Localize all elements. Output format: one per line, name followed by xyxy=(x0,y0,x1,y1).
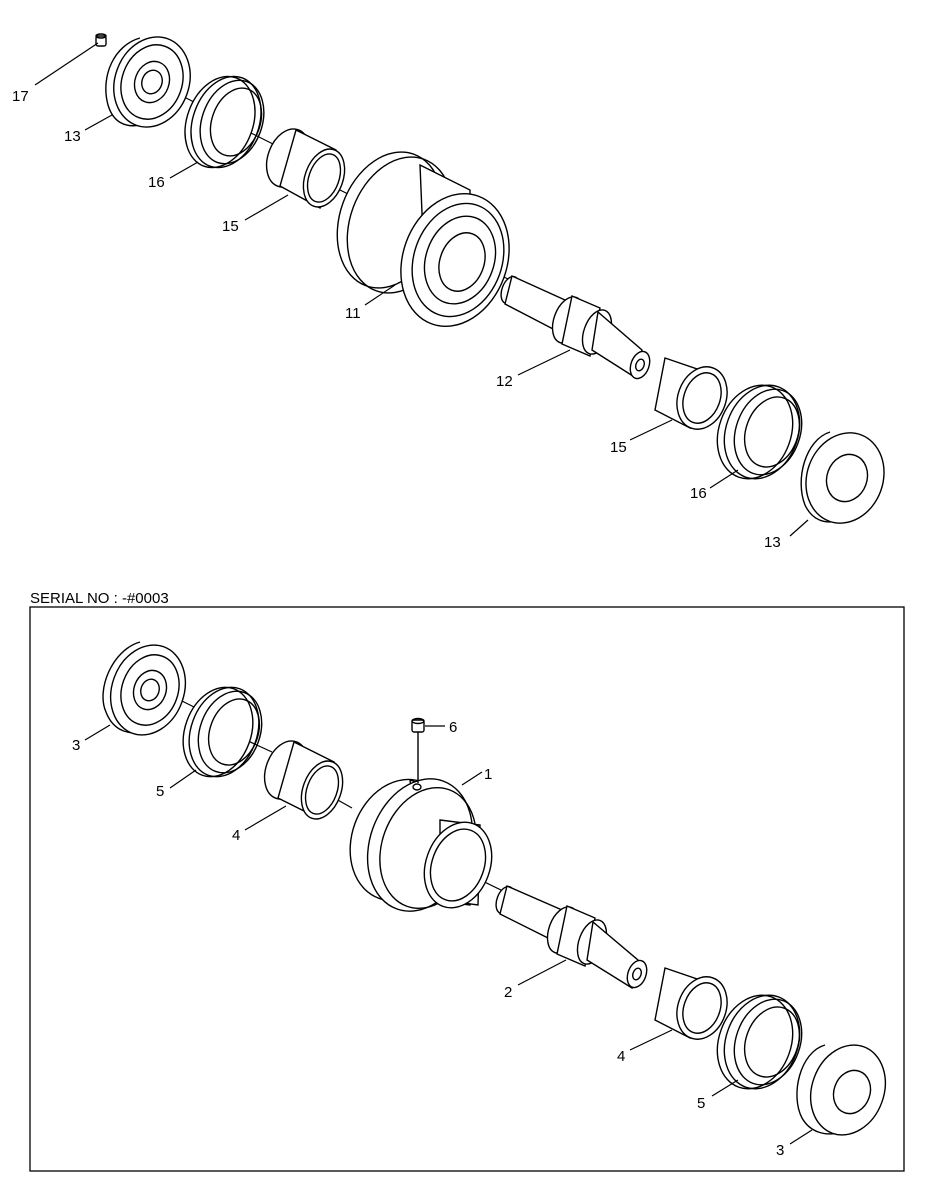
callout-4-left: 4 xyxy=(232,827,240,844)
grease-plug-part-lower xyxy=(411,717,425,783)
callout-12: 12 xyxy=(496,373,513,390)
collar-part-lower-left xyxy=(102,641,187,736)
callout-16-left: 16 xyxy=(148,174,165,191)
collar-part-right xyxy=(800,431,885,524)
bushing-part-left xyxy=(265,128,346,210)
callout-15-left: 15 xyxy=(222,218,239,235)
callout-13-right: 13 xyxy=(764,534,781,551)
callout-4-right: 4 xyxy=(617,1048,625,1065)
seal-part-lower-right xyxy=(716,994,803,1090)
callout-17: 17 xyxy=(12,88,29,105)
grease-plug-part xyxy=(95,33,107,47)
roller-body-part-lower xyxy=(349,778,493,912)
callout-15-right: 15 xyxy=(610,439,627,456)
callout-1: 1 xyxy=(484,766,492,783)
serial-number-label: SERIAL NO : -#0003 xyxy=(30,590,169,607)
seal-part-left xyxy=(184,75,265,169)
callout-16-right: 16 xyxy=(690,485,707,502)
collar-part-left xyxy=(105,36,191,128)
upper-assembly: 17 13 16 15 11 12 15 16 13 xyxy=(12,33,885,551)
callout-5-right: 5 xyxy=(697,1095,705,1112)
callout-3-right: 3 xyxy=(776,1142,784,1159)
callout-5-left: 5 xyxy=(156,783,164,800)
seal-part-right xyxy=(716,384,803,480)
bushing-part-right xyxy=(654,357,728,430)
collar-part-lower-right xyxy=(796,1044,887,1136)
shaft-part-upper xyxy=(500,275,651,380)
lower-assembly: 3 5 4 6 1 2 4 5 3 xyxy=(72,641,887,1159)
shaft-part-lower xyxy=(495,885,648,990)
bushing-part-lower-left xyxy=(263,740,344,820)
seal-part-lower-left xyxy=(182,686,263,778)
callout-2: 2 xyxy=(504,984,512,1001)
callout-13-left: 13 xyxy=(64,128,81,145)
callout-11: 11 xyxy=(345,305,361,322)
serial-frame xyxy=(29,606,905,1172)
roller-body-part xyxy=(336,151,510,328)
callout-6: 6 xyxy=(449,719,457,736)
callout-3-left: 3 xyxy=(72,737,80,754)
bushing-part-lower-right xyxy=(654,967,728,1040)
